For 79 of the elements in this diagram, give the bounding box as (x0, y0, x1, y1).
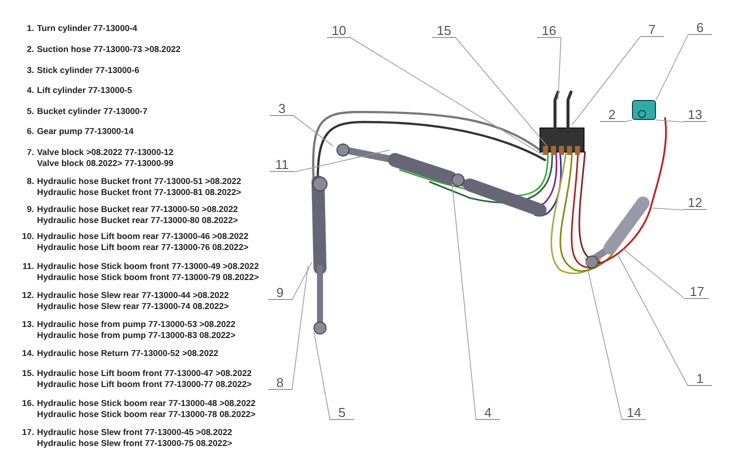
parts-list-item: Hydraulic hose Bucket rear 77-13000-80 08.2022> (37, 215, 238, 225)
parts-list-item: Suction hose 77-13000-73 >08.2022 (37, 44, 181, 54)
parts-list-item: Hydraulic hose Stick boom front 77-13000-49 >08.2022 (37, 261, 259, 271)
pump-drawing (632, 100, 656, 120)
parts-list-item: Hydraulic hose Slew rear 77-13000-44 >08.2022 (37, 290, 229, 300)
parts-list-item: Hydraulic hose from pump 77-13000-83 08.2022> (37, 330, 236, 340)
callout-number: 2 (600, 108, 624, 122)
parts-list-item: Hydraulic hose Bucket rear 77-13000-50 >08.2022 (37, 204, 238, 214)
list-number: 14. (21, 348, 34, 358)
parts-list-item: Gear pump 77-13000-14 (37, 126, 134, 136)
leader-line (652, 208, 684, 210)
list-number: 2. (26, 44, 34, 54)
list-number: 8. (26, 176, 34, 186)
parts-list-item: Hydraulic hose Stick boom front 77-13000-79 08.2022> (37, 272, 259, 282)
list-number: 10. (21, 231, 34, 241)
callout-number: 1 (688, 372, 712, 386)
parts-list-item: Hydraulic hose Lift boom front 77-13000-47 >08.2022 (37, 368, 252, 378)
leader-line (294, 150, 390, 172)
parts-list-item: Hydraulic hose Bucket front 77-13000-81 08.2022> (37, 187, 242, 197)
parts-list-item: Stick cylinder 77-13000-6 (37, 65, 140, 75)
leader-line (622, 248, 686, 300)
callout-number: 12 (683, 196, 707, 210)
callout-number: 16 (537, 24, 561, 38)
parts-list-item: Valve block 08.2022> 77-13000-99 (37, 158, 174, 168)
leader-line (558, 38, 562, 100)
callout-number: 17 (685, 285, 709, 299)
list-number: 6. (26, 126, 34, 136)
leader-line (452, 182, 476, 420)
list-number: 12. (21, 290, 34, 300)
leader-line (624, 120, 632, 122)
leader-line (292, 266, 308, 390)
parts-list-item: Hydraulic hose Slew rear 77-13000-74 08.2022> (37, 301, 229, 311)
callout-number: 13 (683, 108, 707, 122)
parts-list-item: Hydraulic hose Slew front 77-13000-45 >08.2022 (37, 427, 232, 437)
parts-list-item: Hydraulic hose Stick boom rear 77-13000-48 >08.2022 (37, 398, 256, 408)
parts-list-item: Hydraulic hose Bucket front 77-13000-51 >08.2022 (37, 176, 242, 186)
callout-number: 7 (640, 23, 664, 37)
callout-number: 6 (688, 21, 712, 35)
parts-list-item: Hydraulic hose from pump 77-13000-53 >08.2022 (37, 319, 236, 329)
list-number: 15. (21, 368, 34, 378)
callout-number: 5 (330, 406, 354, 420)
callout-number: 11 (270, 158, 294, 172)
list-number: 16. (21, 398, 34, 408)
list-number: 4. (26, 85, 34, 95)
parts-list-item: Valve block >08.2022 77-13000-12 (37, 147, 174, 157)
list-number: 5. (26, 106, 34, 116)
parts-list-item: Hydraulic hose Lift boom front 77-13000-77 08.2022> (37, 379, 252, 389)
leader-line (656, 120, 684, 122)
callout-number: 3 (270, 102, 294, 116)
callout-number: 10 (327, 24, 351, 38)
list-number: 11. (22, 261, 34, 271)
callout-number: 8 (268, 376, 292, 390)
callout-number: 14 (622, 406, 646, 420)
leader-line (314, 332, 330, 420)
parts-list-item: Hydraulic hose Lift boom rear 77-13000-46 >08.2022 (37, 231, 248, 241)
leader-line (294, 116, 334, 146)
parts-list-item: Hydraulic hose Return 77-13000-52 >08.2022 (37, 348, 218, 358)
leader-line (456, 38, 548, 146)
callout-number: 9 (268, 286, 292, 300)
leader-line (618, 254, 688, 386)
list-number: 9. (26, 204, 34, 214)
leader-line (572, 36, 640, 126)
parts-list-item: Turn cylinder 77-13000-4 (37, 23, 138, 33)
list-number: 1. (26, 23, 34, 33)
parts-list-item: Hydraulic hose Stick boom rear 77-13000-78 08.2022> (37, 409, 256, 419)
parts-list-item: Hydraulic hose Lift boom rear 77-13000-76 08.2022> (37, 242, 248, 252)
leader-line (584, 256, 622, 420)
list-number: 17. (21, 427, 34, 437)
parts-list-item: Lift cylinder 77-13000-5 (37, 85, 132, 95)
list-number: 3. (26, 65, 34, 75)
parts-list-item: Hydraulic hose Slew front 77-13000-75 08.2022> (37, 438, 232, 448)
leader-line (656, 34, 688, 100)
leader-line (292, 262, 312, 300)
parts-list-item: Bucket cylinder 77-13000-7 (37, 106, 148, 116)
leader-line (350, 38, 544, 156)
list-number: 13. (21, 319, 34, 329)
callout-number: 15 (432, 24, 456, 38)
callout-number: 4 (476, 406, 500, 420)
list-number: 7. (26, 147, 34, 157)
